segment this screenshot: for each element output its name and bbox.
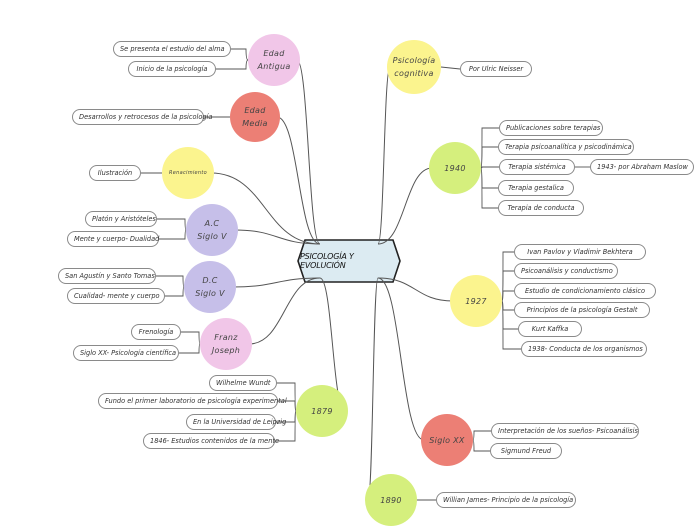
- branch-item-y1927[interactable]: Kurt Kaffka: [518, 321, 582, 337]
- topic-node-label: 1927: [465, 296, 487, 306]
- branch-item-y1940[interactable]: Terapia gestalica: [498, 180, 574, 196]
- branch-item-renacimiento[interactable]: Ilustración: [89, 165, 141, 181]
- branch-item-y1940[interactable]: Publicaciones sobre terapias: [499, 120, 603, 136]
- branch-item-y1927[interactable]: Estudio de condicionamiento clásico: [514, 283, 656, 299]
- topic-node-label: Siglo XX: [429, 435, 465, 445]
- branch-item-dc-siglo-v[interactable]: Cualidad- mente y cuerpo: [67, 288, 165, 304]
- topic-node-ac-siglo-v[interactable]: A.C Siglo V: [186, 204, 238, 256]
- topic-node-label: 1890: [380, 495, 402, 505]
- branch-item-siglo-xx[interactable]: Interpretación de los sueños- Psicoanáli…: [491, 423, 639, 439]
- topic-node-edad-media[interactable]: Edad Media: [230, 92, 280, 142]
- branch-item-ac-siglo-v[interactable]: Mente y cuerpo- Dualidad: [67, 231, 159, 247]
- topic-node-y1890[interactable]: 1890: [365, 474, 417, 526]
- branch-item-franz-joseph[interactable]: Frenología: [131, 324, 181, 340]
- topic-node-label: Franz Joseph: [211, 333, 241, 355]
- topic-node-label: D.C Siglo V: [195, 276, 225, 298]
- branch-item-dc-siglo-v[interactable]: San Agustín y Santo Tomas: [58, 268, 156, 284]
- topic-node-dc-siglo-v[interactable]: D.C Siglo V: [184, 261, 236, 313]
- topic-node-siglo-xx[interactable]: Siglo XX: [421, 414, 473, 466]
- branch-item-y1879[interactable]: Fundo el primer laboratorio de psicologí…: [98, 393, 287, 409]
- branch-item-edad-media[interactable]: Desarrollos y retrocesos de la psicologí…: [72, 109, 212, 125]
- branch-item-y1940[interactable]: Terapia psicoanalítica y psicodinámica: [498, 139, 634, 155]
- topic-node-label: 1879: [311, 406, 333, 416]
- topic-node-y1879[interactable]: 1879: [296, 385, 348, 437]
- branch-item-y1879[interactable]: Wilhelme Wundt: [209, 375, 277, 391]
- branch-item-y1879[interactable]: 1846- Estudios contenidos de la mente: [143, 433, 279, 449]
- topic-node-label: 1940: [444, 163, 466, 173]
- branch-item-siglo-xx[interactable]: Sigmund Freud: [490, 443, 562, 459]
- branch-item-y1890[interactable]: Willian James- Principio de la psicologí…: [436, 492, 576, 508]
- branch-item-y1927[interactable]: Principios de la psicología Gestalt: [514, 302, 650, 318]
- center-topic-shape: [297, 239, 401, 283]
- center-topic-label[interactable]: PSICOLOGÍA Y EVOLUCIÓN: [300, 252, 354, 270]
- branch-item-ac-siglo-v[interactable]: Platón y Aristóteles: [85, 211, 157, 227]
- branch-item-franz-joseph[interactable]: Siglo XX- Psicología científica: [73, 345, 179, 361]
- topic-node-franz-joseph[interactable]: Franz Joseph: [200, 318, 252, 370]
- branch-subitem-maslow[interactable]: 1943- por Abraham Maslow: [590, 159, 694, 175]
- topic-node-psicologia-cognitiva[interactable]: Psicología cognitiva: [387, 40, 441, 94]
- branch-item-y1927[interactable]: 1938- Conducta de los organismos: [521, 341, 647, 357]
- topic-node-label: A.C Siglo V: [197, 219, 227, 241]
- topic-node-edad-antigua[interactable]: Edad Antigua: [248, 34, 300, 86]
- branch-item-y1940[interactable]: Terapia de conducta: [498, 200, 584, 216]
- topic-node-label: Psicología cognitiva: [392, 56, 436, 78]
- branch-item-y1879[interactable]: En la Universidad de Leipzig: [186, 414, 286, 430]
- topic-node-label: Edad Antigua: [257, 49, 291, 71]
- branch-item-y1940[interactable]: Terapia sistémica: [499, 159, 575, 175]
- branch-item-y1927[interactable]: Psicoanálisis y conductismo: [514, 263, 618, 279]
- topic-node-label: Edad Media: [242, 106, 268, 128]
- branch-item-y1927[interactable]: Ivan Pavlov y Vladimir Bekhtera: [514, 244, 646, 260]
- topic-node-label: Renacimiento: [168, 169, 208, 176]
- topic-node-y1927[interactable]: 1927: [450, 275, 502, 327]
- branch-item-edad-antigua[interactable]: Se presenta el estudio del alma: [113, 41, 231, 57]
- branch-item-edad-antigua[interactable]: Inicio de la psicología: [128, 61, 216, 77]
- branch-item-psicologia-cognitiva[interactable]: Por Ulric Neisser: [460, 61, 532, 77]
- topic-node-y1940[interactable]: 1940: [429, 142, 481, 194]
- topic-node-renacimiento[interactable]: Renacimiento: [162, 147, 214, 199]
